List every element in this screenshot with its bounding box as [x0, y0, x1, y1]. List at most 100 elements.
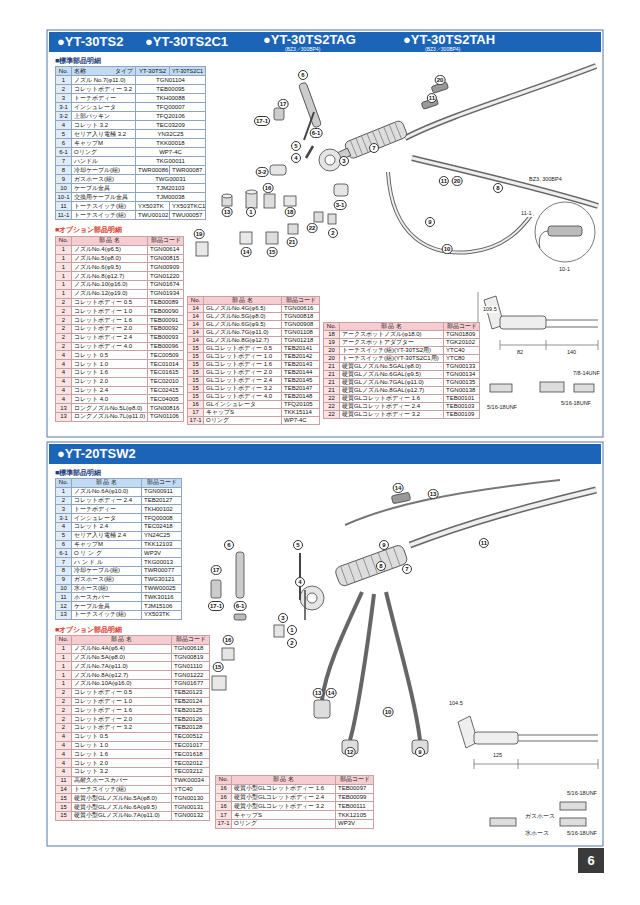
table-text: TKG00013 — [144, 559, 173, 566]
table-text: TKK12103 — [144, 541, 172, 548]
table-text: TEB20147 — [284, 385, 312, 392]
table-text: TGN01674 — [150, 281, 179, 288]
table-text: インシュレータ — [74, 104, 116, 111]
dimension-label: 5/16-18UNF — [560, 400, 592, 407]
table-text: TEB20124 — [174, 698, 202, 705]
callout-number: 14 — [393, 483, 404, 493]
callout-number: 3-1 — [334, 200, 347, 210]
table-header-text: No. — [219, 776, 228, 783]
table-text: 17-1 — [218, 820, 230, 827]
table-text: TFQ20105 — [284, 401, 313, 408]
table-text: インシュレータ — [74, 515, 116, 522]
table-text: 1 — [62, 488, 65, 495]
table-text: 硬質GLノズルNo.6GAL(φ9.5) — [342, 371, 421, 378]
table-text: 17-1 — [190, 417, 202, 424]
table-header-text: 部品コード — [286, 297, 316, 304]
table-text: TEB20144 — [284, 369, 312, 376]
table-text: 14 — [192, 321, 199, 328]
table-heading: ■標準部品明細 — [55, 57, 101, 65]
table-text: コレット 1.6 — [74, 369, 108, 376]
table-text: 2 — [62, 724, 65, 731]
dimension-drawing — [458, 716, 598, 826]
table-text: 21 — [328, 363, 335, 370]
table-text: TGN01104 — [156, 77, 185, 84]
table-text: 冷却ケーブル(組) — [74, 567, 120, 574]
table-text: GLノズルNo.8G(φ12.7) — [206, 337, 269, 344]
table-text: 7 — [62, 559, 65, 566]
table-text: 硬質小型GLノズルNo.7A(φ11.0) — [74, 812, 160, 819]
panel-border — [47, 442, 603, 846]
table-text: 15 — [192, 361, 199, 368]
table-text: 4 — [62, 768, 65, 775]
callout-number: 10 — [383, 707, 394, 717]
callout-number: 6 — [224, 540, 234, 550]
callout-number: 6-1 — [310, 128, 323, 138]
table-text: トーチスイッチ(組)(YT-30TS2用) — [342, 347, 431, 354]
table-text: 硬質GLノズルNo.7GAL(φ11.0) — [342, 379, 424, 386]
table-text: TWK00034 — [174, 777, 204, 784]
table-text: 冷却ケーブル(組) — [74, 167, 120, 174]
callout-number: 15 — [213, 662, 224, 672]
table-text: TGN00909 — [150, 264, 179, 271]
table-text: 2 — [62, 317, 65, 324]
table-text: 3-1 — [59, 515, 68, 522]
table-text: TGN00130 — [174, 795, 203, 802]
table-text: YN32C25 — [157, 131, 183, 138]
table-text: ノズルNo.6A(φ10.0) — [74, 488, 128, 495]
table-header-text: 部品コード — [447, 323, 477, 330]
dimension-label: 5/16-18UNF — [566, 830, 598, 837]
table-text: トーチスイッチ(組) — [74, 611, 126, 618]
table-text: ロングノズルNo.7L(φ11.0) — [74, 413, 145, 420]
table-text: TGN00911 — [144, 488, 173, 495]
table-text: 11 — [60, 594, 66, 601]
header-text: ●YT-30TS2TAG — [263, 32, 356, 47]
table-text: 1 — [62, 255, 65, 262]
header-text: (BZ3／300BP4) — [285, 46, 320, 52]
table-text: TGN00908 — [284, 321, 313, 328]
table-text: GLコレットボディー 1.6 — [206, 361, 272, 368]
table-text: コレット 2.0 — [74, 378, 108, 385]
table-heading: ■オプション部品明細 — [55, 226, 122, 234]
table-text: TFQ20106 — [156, 113, 185, 120]
table-text: 19 — [328, 339, 335, 346]
table-text: 3 — [62, 506, 65, 513]
dimension-label: 140 — [566, 349, 577, 356]
table-cell: WP3V — [335, 819, 374, 829]
table-text: TEB00103 — [446, 403, 474, 410]
table-text: 10-1 — [58, 194, 70, 201]
table-text: TJM15106 — [144, 603, 172, 610]
callout-number: 1 — [287, 625, 297, 635]
table-text: 9 — [62, 576, 65, 583]
table-header-text: タイプ — [115, 68, 133, 75]
callout-number: 4 — [291, 153, 301, 163]
dimension-label: 水ホース — [524, 830, 550, 837]
callout-number: 7 — [369, 143, 379, 153]
table-text: コレットボディー 1.0 — [74, 308, 132, 315]
table-text: コレット 1.6 — [74, 751, 108, 758]
table-text: 12 — [60, 603, 67, 610]
table-text: TEB20143 — [284, 361, 312, 368]
table-text: 1 — [62, 672, 65, 679]
table-text: GLコレットボディー 4.0 — [206, 393, 272, 400]
table-text: TGN00616 — [284, 305, 313, 312]
table-text: TFQ00007 — [156, 104, 185, 111]
table-text: YX503TKC1 — [172, 203, 205, 210]
table-text: TEB00096 — [150, 343, 178, 350]
table-text: キャップS — [206, 409, 234, 416]
table-text: トーチスイッチ(組)(YT-30TS2C1用) — [342, 355, 439, 362]
table-text: アークスポットノズル(φ18.0) — [342, 331, 422, 338]
callout-number: 3-2 — [256, 167, 269, 177]
table-text: 2 — [62, 325, 65, 332]
callout-number: 15 — [267, 247, 278, 257]
table-text: TEB00089 — [150, 299, 178, 306]
table-cell: 硬質GLコレットボディー 3.2 — [339, 410, 444, 419]
table-cell: TGN01106 — [147, 412, 184, 422]
callout-number: 17 — [211, 565, 222, 575]
table-text: コレットボディー 1.6 — [74, 707, 132, 714]
table-text: TEB00095 — [156, 86, 184, 93]
table-text: 1 — [62, 663, 65, 670]
callout-number: 8 — [493, 183, 503, 193]
table-text: アークスポットアダプター — [342, 339, 414, 346]
table-cell: 17-1 — [215, 819, 232, 829]
